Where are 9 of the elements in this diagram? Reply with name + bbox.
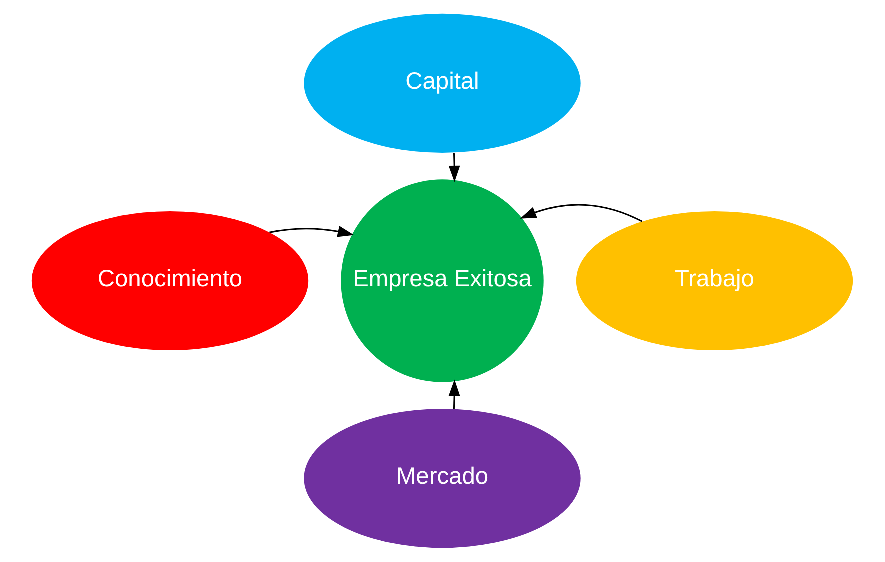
node-ellipse: Trabajo — [576, 211, 854, 351]
node-ellipse: Mercado — [304, 408, 581, 548]
node-circle: Empresa Exitosa — [341, 180, 544, 382]
node-ellipse: Conocimiento — [32, 211, 309, 351]
arrow — [448, 152, 460, 182]
node-ellipse: Capital — [304, 14, 581, 154]
arrow — [270, 226, 354, 238]
arrow — [520, 204, 642, 222]
arrow — [448, 380, 460, 410]
